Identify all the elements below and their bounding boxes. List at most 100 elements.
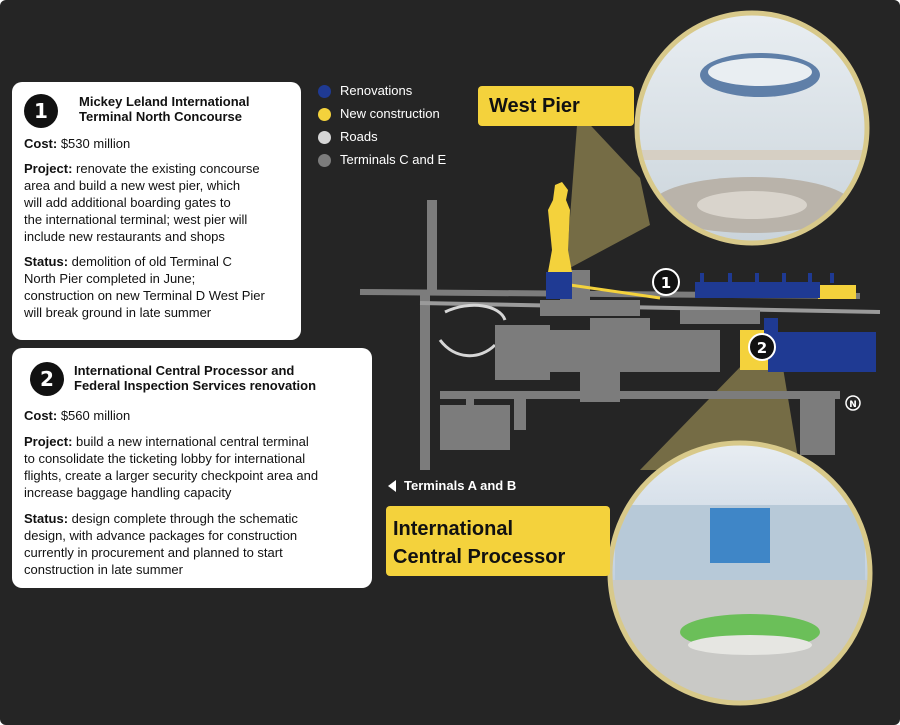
terminal-building: [680, 310, 760, 324]
west-pier-new-construction: [548, 182, 572, 272]
project-line: Project: renovate the existing concourse: [24, 161, 260, 177]
project-line: area and build a new west pier, which: [24, 178, 241, 193]
north-circle: [845, 395, 861, 411]
icp-callout: International Central Processor: [386, 506, 610, 576]
gate-stub: [728, 273, 732, 283]
gate-stub: [755, 273, 759, 283]
status-line: Status: demolition of old Terminal C: [24, 254, 232, 270]
west-pier-photo-frame: [634, 10, 870, 246]
marker-2-circle: [748, 333, 776, 361]
north-arrow-icon: N: [845, 395, 861, 411]
new-construction-swatch: [318, 108, 331, 121]
status-text: demolition of old Terminal C: [68, 254, 232, 269]
terminal-building: [800, 395, 835, 455]
project-text: build a new international central termin…: [72, 434, 309, 449]
renovation-block: [546, 272, 572, 299]
terminal-building: [440, 405, 510, 450]
status-label: Status:: [24, 511, 69, 526]
terminals-c-and-e: [440, 270, 835, 455]
legend-label: Renovations: [340, 83, 413, 98]
project-title-line: International Central Processor and: [74, 363, 295, 378]
legend-label: Roads: [340, 129, 378, 144]
project-number-badge: 1: [24, 94, 58, 128]
terminal-building: [590, 318, 650, 332]
project-title: International Central Processor and Fede…: [74, 363, 316, 393]
gate-stub: [830, 273, 834, 283]
marker-1: 1: [652, 268, 680, 296]
legend-label: New construction: [340, 106, 440, 121]
north-concourse-renovation: [695, 282, 820, 298]
rendering-blue-art: [710, 508, 770, 563]
west-pier-label: West Pier: [489, 95, 580, 117]
marker-2-label: 2: [757, 339, 767, 357]
renovation-block: [764, 318, 778, 334]
cost-label: Cost:: [24, 408, 58, 423]
cost-value: $530 million: [57, 136, 131, 151]
icp-renovation: [768, 332, 876, 372]
terminals-a-b-label: Terminals A and B: [404, 478, 517, 493]
renovations-swatch: [318, 85, 331, 98]
project-line: increase baggage handling capacity: [24, 485, 232, 500]
project-title: Mickey Leland International Terminal Nor…: [79, 94, 250, 124]
project-title-line: Mickey Leland International: [79, 94, 250, 109]
icp-label-line: Central Processor: [393, 546, 566, 568]
project-title-line: Federal Inspection Services renovation: [74, 378, 317, 393]
legend-label: Terminals C and E: [340, 152, 447, 167]
gate-stub: [808, 273, 812, 283]
left-arrow-icon: [388, 480, 396, 492]
road-segment: [419, 301, 881, 314]
marker-1-label: 1: [661, 274, 671, 292]
status-line: design, with advance packages for constr…: [24, 528, 298, 543]
status-label: Status:: [24, 254, 69, 269]
project-line: to consolidate the ticketing lobby for i…: [24, 451, 306, 466]
marker-1-circle: [652, 268, 680, 296]
status-line: construction in late summer: [24, 562, 183, 577]
status-line: will break ground in late summer: [24, 305, 212, 320]
cost-line: Cost: $560 million: [24, 408, 130, 424]
terminal-building: [580, 372, 620, 402]
status-line: construction on new Terminal D West Pier: [24, 288, 265, 303]
marker-2: 2: [748, 333, 776, 361]
status-line: Status: design complete through the sche…: [24, 511, 298, 527]
cost-line: Cost: $530 million: [24, 136, 130, 152]
project-line: Project: build a new international centr…: [24, 434, 309, 450]
roads-swatch: [318, 131, 331, 144]
project-number-badge: 2: [30, 362, 64, 396]
rendering-floor-pattern: [697, 191, 807, 219]
project-label: Project:: [24, 161, 73, 176]
west-pier-rendering: [639, 15, 865, 241]
project-line: include new restaurants and shops: [24, 229, 225, 244]
cost-value: $560 million: [57, 408, 131, 423]
renovation-areas: [546, 272, 876, 372]
west-pier-callout-cone: [566, 112, 650, 270]
project-card-1: 1 Mickey Leland International Terminal N…: [12, 82, 301, 340]
road-loop: [438, 339, 497, 358]
status-text: design complete through the schematic: [68, 511, 298, 526]
project-text: renovate the existing concourse: [72, 161, 260, 176]
new-construction-block: [818, 285, 856, 299]
road-loop: [444, 303, 507, 321]
status-line: currently in procurement and planned to …: [24, 545, 283, 560]
cost-label: Cost:: [24, 136, 58, 151]
project-label: Project:: [24, 434, 73, 449]
status-line: North Pier completed in June;: [24, 271, 196, 286]
terminal-building: [495, 325, 550, 380]
gate-stub: [782, 273, 786, 283]
north-label: N: [849, 400, 857, 410]
terminal-building: [550, 330, 720, 372]
rendering-storefront: [640, 150, 865, 160]
rendering-green-feature-inner: [688, 635, 812, 655]
icp-label-line: International: [393, 518, 514, 540]
gate-stub: [700, 273, 704, 283]
new-construction-connector: [569, 283, 661, 300]
project-card-2: 2 International Central Processor and Fe…: [12, 348, 372, 588]
icp-photo-frame: [607, 440, 873, 706]
project-title-line: Terminal North Concourse: [79, 109, 243, 124]
rendering-art-ring-inner: [708, 58, 812, 86]
terminal-building: [540, 300, 640, 316]
icp-rendering: [612, 445, 868, 701]
project-line: will add additional boarding gates to: [24, 195, 231, 210]
terminals-swatch: [318, 154, 331, 167]
